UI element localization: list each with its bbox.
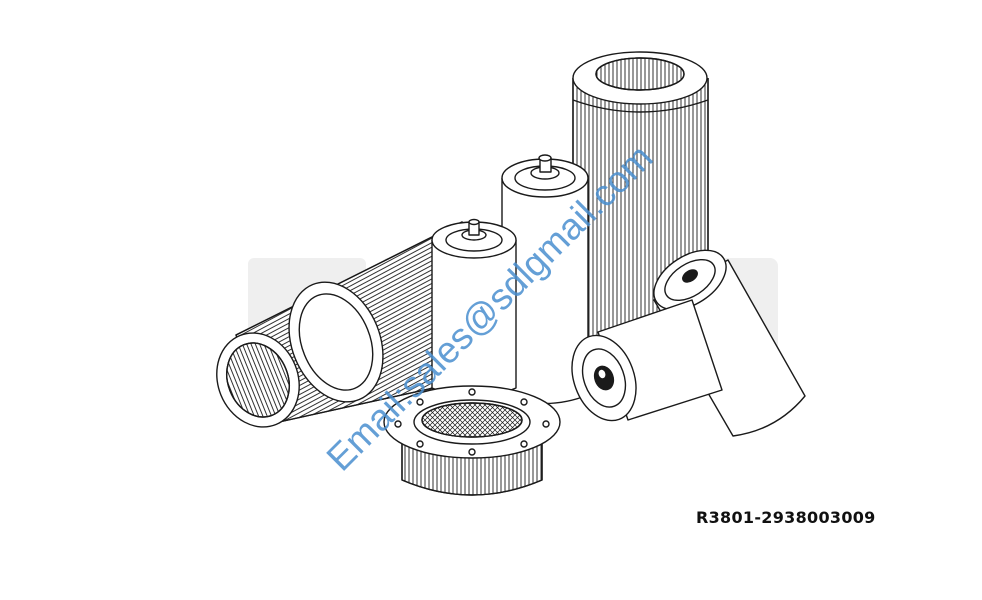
small-spin-on-filter bbox=[571, 299, 723, 422]
medium-canister-filter bbox=[501, 154, 589, 405]
part-code-label: R3801-2938003009 bbox=[696, 508, 876, 527]
flanged-strainer bbox=[383, 385, 561, 496]
front-canister-filter bbox=[431, 218, 517, 398]
